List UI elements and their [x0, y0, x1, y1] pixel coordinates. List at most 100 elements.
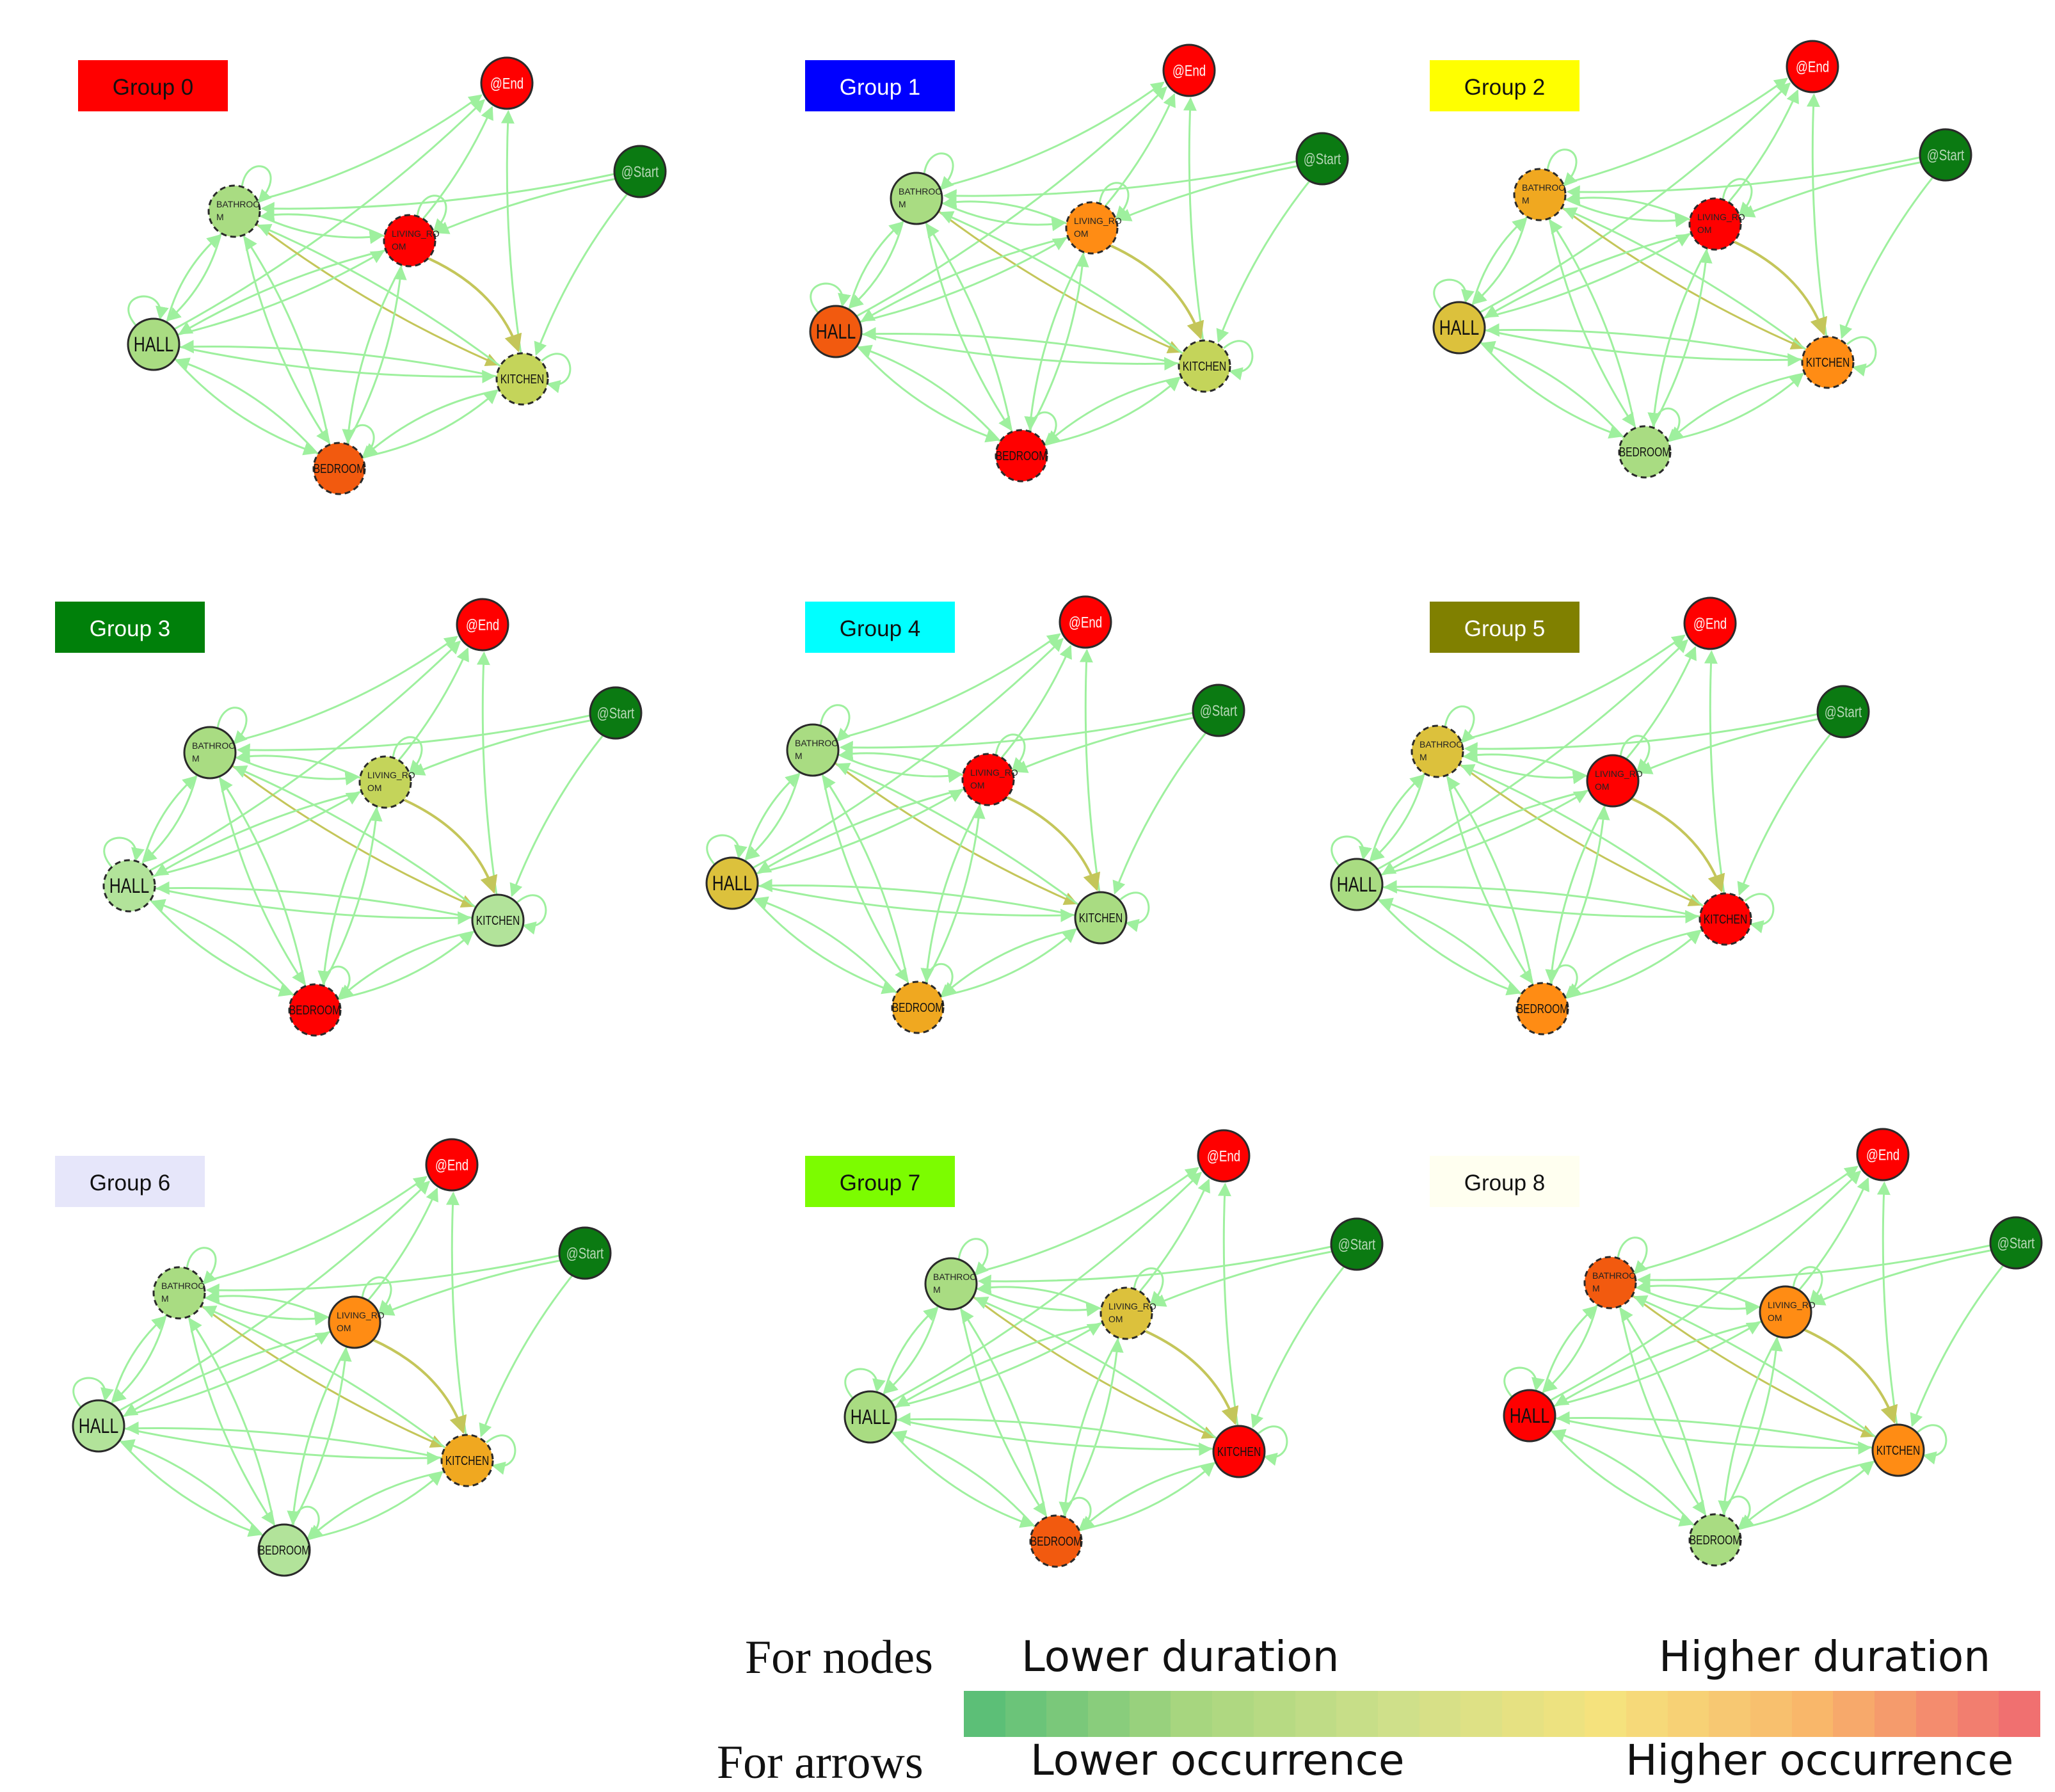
node-label: HALL [109, 875, 149, 898]
transition-arrow [231, 764, 475, 908]
node-circle [1212, 1425, 1266, 1478]
gradient-swatch [1005, 1691, 1047, 1737]
transition-arrow [317, 806, 379, 985]
transition-arrow [1562, 77, 1788, 185]
transition-arrow [1566, 929, 1703, 998]
node-bedroom: BEDROOM [312, 442, 366, 495]
group-label: Group 2 [1464, 75, 1545, 100]
transition-arrow [166, 234, 221, 323]
transition-arrow [974, 1297, 1218, 1440]
node-living-room: LIVING_ROOM [1759, 1285, 1816, 1339]
transition-arrow [287, 1346, 348, 1525]
gradient-swatch [1253, 1691, 1295, 1737]
transition-arrow [1080, 1462, 1217, 1530]
transition-arrow [892, 1430, 1035, 1528]
node-circle [1330, 858, 1384, 911]
node-label: @Start [1825, 703, 1862, 721]
transition-arrow [1007, 796, 1101, 892]
node-circle [1919, 128, 1972, 182]
gradient-swatch [1171, 1691, 1213, 1737]
node-label: @End [1866, 1146, 1899, 1164]
transition-arrow [895, 1418, 1213, 1456]
node-circle [471, 893, 525, 947]
node-label: KITCHEN [500, 372, 544, 386]
node-label: LIVING_RO [970, 767, 1018, 778]
node-circle [1989, 1216, 2043, 1270]
transition-arrow [1482, 234, 1691, 319]
transition-arrow [1553, 1322, 1761, 1407]
self-loop-arrow [1619, 735, 1651, 773]
transition-arrow [234, 756, 359, 786]
node-label: KITCHEN [1217, 1444, 1261, 1459]
node-circle [1099, 1286, 1153, 1340]
transition-arrow [125, 1421, 442, 1459]
transition-arrow [1062, 1338, 1124, 1517]
node-kitchen: KITCHEN [471, 893, 525, 947]
node-end: @End [1059, 595, 1112, 649]
transition-arrow [200, 1304, 444, 1448]
transition-arrow [1152, 1251, 1332, 1307]
self-loop-arrow [72, 1377, 114, 1407]
gradient-swatch [1791, 1691, 1834, 1737]
transition-arrow [1110, 244, 1204, 340]
gradient-swatch [1833, 1691, 1875, 1737]
transition-arrow [837, 753, 962, 783]
node-bedroom: BEDROOM [1029, 1514, 1083, 1568]
transition-arrow [1000, 644, 1072, 758]
transition-arrow [1464, 713, 1818, 756]
transition-arrow [939, 81, 1165, 189]
self-loop-arrow [1722, 178, 1753, 216]
self-loop-arrow [1098, 182, 1130, 220]
transition-arrow [362, 390, 499, 458]
gradient-swatch [1501, 1691, 1544, 1737]
transition-arrow [1704, 650, 1725, 894]
transition-arrow [754, 896, 897, 994]
transition-arrow [1024, 252, 1085, 431]
transition-arrow [757, 884, 1075, 922]
node-living-room: LIVING_ROOM [1688, 197, 1745, 251]
group-label: Group 8 [1464, 1171, 1545, 1196]
self-loop-arrow [844, 1368, 886, 1398]
node-label: BATHROO [933, 1272, 977, 1282]
self-loop-arrow [347, 424, 376, 460]
node-hall: HALL [1503, 1389, 1556, 1443]
transition-arrow [926, 223, 1013, 433]
node-start: @Start [1816, 685, 1870, 739]
node-circle [1029, 1514, 1083, 1568]
self-loop-arrow [216, 707, 248, 745]
transition-arrow [259, 214, 383, 244]
node-label: BATHROO [899, 186, 942, 196]
node-circle [1513, 168, 1567, 221]
transition-arrow [941, 202, 1066, 232]
group-label: Group 0 [113, 75, 193, 100]
node-label: KITCHEN [1806, 355, 1850, 369]
transition-arrow [1480, 341, 1623, 439]
node-label: @Start [621, 163, 659, 180]
node-start: @Start [1192, 684, 1245, 737]
transition-arrow [428, 257, 522, 353]
gradient-swatch [1543, 1691, 1585, 1737]
legend-higher-occurrence-label: Higher occurrence [1626, 1736, 2014, 1785]
transition-arrow [179, 346, 496, 383]
node-hall: HALL [127, 317, 180, 371]
transition-arrow [1555, 1417, 1872, 1455]
transition-arrow [411, 719, 591, 776]
node-label: BATHROO [161, 1281, 205, 1291]
node-circle [152, 1266, 206, 1320]
node-kitchen: KITCHEN [1801, 335, 1855, 389]
self-loop-arrow [1723, 1495, 1752, 1531]
self-loop-arrow [1029, 411, 1059, 447]
transition-arrow [1651, 249, 1713, 428]
node-kitchen: KITCHEN [495, 352, 549, 406]
node-label: M [1522, 195, 1530, 205]
transition-arrow [943, 160, 1297, 203]
transition-arrow [1379, 897, 1522, 995]
transition-arrow [173, 99, 486, 330]
transition-arrow [534, 193, 628, 356]
node-living-room: LIVING_ROOM [1586, 754, 1643, 808]
transition-arrow [893, 1323, 1102, 1409]
transition-arrow [175, 357, 319, 455]
transition-arrow [1028, 253, 1089, 432]
